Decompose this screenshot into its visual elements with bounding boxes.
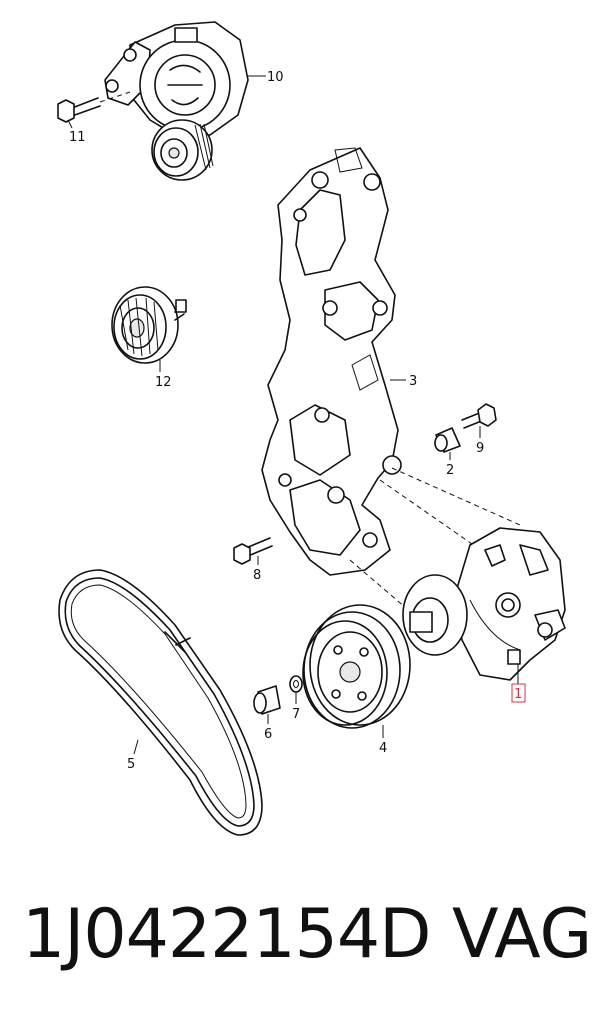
callout-11-label: 11 [69,130,86,145]
callout-1-label: 1 [514,687,522,702]
part-number: 1J0422154D [22,895,432,974]
callout-7-label: 7 [292,707,300,722]
callout-11: 11 [67,119,86,145]
callout-8-label: 8 [253,568,261,583]
caption-footer: 1J0422154D VAG [0,895,600,985]
callout-6: 6 [264,714,272,742]
callout-6-label: 6 [264,727,272,742]
callout-9: 9 [476,426,484,456]
brand-label: VAG [452,895,593,974]
power-steering-pump-drawing [402,527,566,681]
washer-7-drawing [289,675,303,693]
callout-8: 8 [253,556,261,583]
callout-9-label: 9 [476,441,484,456]
callout-2: 2 [446,452,454,478]
belt-tensioner-drawing [104,21,249,181]
callout-5: 5 [127,739,139,772]
spacer-sleeve-drawing [434,427,461,453]
exploded-parts-diagram: 10 11 12 3 9 2 8 1 7 6 4 5 [57,21,566,836]
callout-1: 1 [511,664,526,703]
callout-12: 12 [155,360,172,390]
bolt-8-drawing [233,537,273,565]
callout-2-label: 2 [446,463,454,478]
callout-12-label: 12 [155,375,172,390]
callout-7: 7 [292,692,300,722]
callout-4: 4 [379,725,387,756]
callout-5-label: 5 [127,757,135,772]
idler-pulley-drawing [111,286,187,364]
bolt-11-drawing [57,91,131,123]
bracket-drawing [261,147,402,576]
bolt-9-drawing [461,403,497,429]
callout-10: 10 [248,70,284,85]
pump-pulley-drawing [302,604,411,729]
callout-3-label: 3 [409,374,417,389]
bolt-6-drawing [253,685,281,715]
callout-4-label: 4 [379,741,387,756]
ribbed-belt-drawing [58,569,263,836]
highlight-box [511,683,526,703]
callout-10-label: 10 [267,70,284,85]
callout-3: 3 [390,374,417,389]
